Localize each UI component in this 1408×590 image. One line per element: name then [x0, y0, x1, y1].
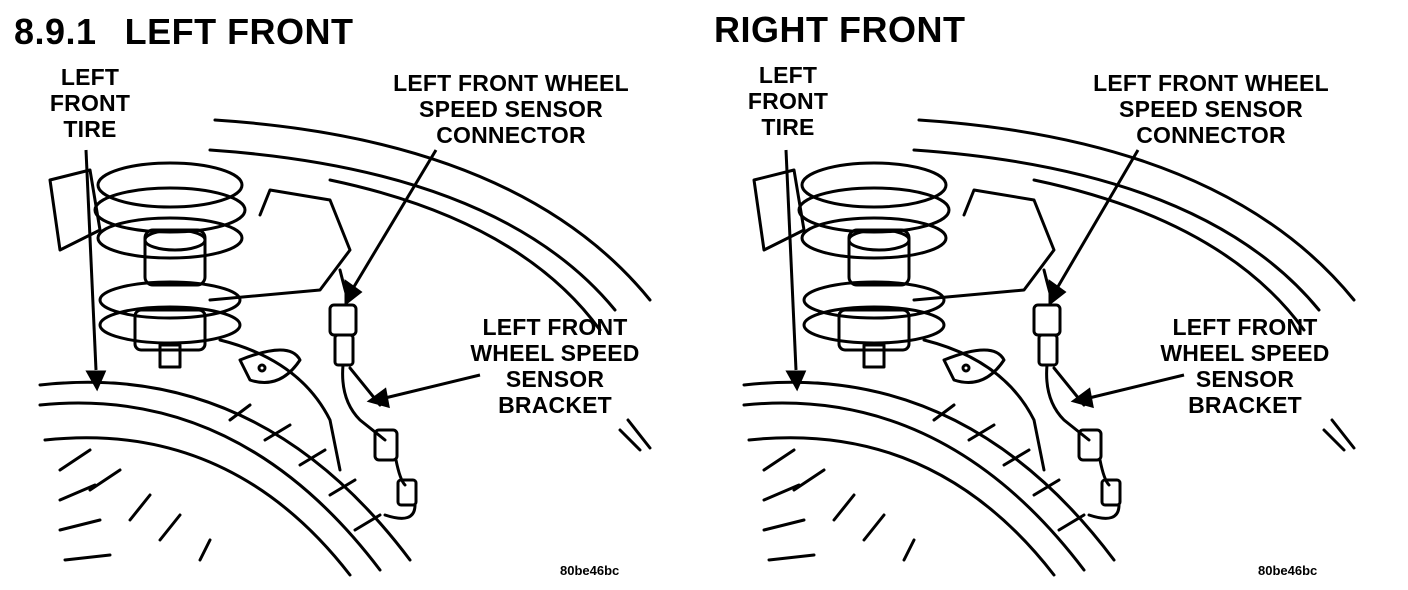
figure-code: 80be46bc: [1258, 563, 1318, 578]
bracket-label-line: SENSOR: [505, 366, 605, 392]
right-front-suspension-illustration: [742, 118, 1356, 577]
connector-label: LEFT FRONT WHEEL SPEED SENSOR CONNECTOR: [386, 70, 636, 148]
tire-label: LEFT FRONT TIRE: [44, 64, 136, 142]
tire-label-line: FRONT: [49, 90, 131, 116]
figure-code: 80be46bc: [560, 563, 620, 578]
connector-label-line: SPEED SENSOR: [419, 96, 603, 122]
tire-label: LEFT FRONT TIRE: [742, 62, 834, 140]
tire-label-line: TIRE: [63, 116, 117, 142]
section-heading: RIGHT FRONT: [714, 10, 965, 50]
bracket-label-line: LEFT FRONT: [482, 314, 628, 340]
bracket-label-line: SENSOR: [1195, 366, 1295, 392]
tire-label-line: LEFT: [758, 62, 818, 88]
connector-label-line: CONNECTOR: [1136, 122, 1286, 148]
panel-heading: LEFT FRONT: [124, 11, 354, 52]
connector-label: LEFT FRONT WHEEL SPEED SENSOR CONNECTOR: [1086, 70, 1336, 148]
connector-label-line: LEFT FRONT WHEEL: [1093, 70, 1329, 96]
section-heading: 8.9.1 LEFT FRONT: [14, 12, 354, 52]
bracket-label: LEFT FRONT WHEEL SPEED SENSOR BRACKET: [1160, 314, 1330, 418]
tire-label-line: TIRE: [761, 114, 815, 140]
section-number: 8.9.1: [14, 11, 97, 52]
left-front-suspension-illustration: [38, 118, 652, 577]
tire-label-line: LEFT: [60, 64, 120, 90]
connector-label-line: SPEED SENSOR: [1119, 96, 1303, 122]
bracket-label-line: BRACKET: [498, 392, 612, 418]
bracket-label-line: WHEEL SPEED: [470, 340, 640, 366]
panel-heading: RIGHT FRONT: [714, 9, 966, 50]
tire-label-line: FRONT: [747, 88, 829, 114]
bracket-label-line: BRACKET: [1188, 392, 1302, 418]
bracket-label: LEFT FRONT WHEEL SPEED SENSOR BRACKET: [470, 314, 640, 418]
bracket-label-line: WHEEL SPEED: [1160, 340, 1330, 366]
right-front-panel: RIGHT FRONT LEFT FRONT TIRE LEFT FRONT W…: [704, 0, 1408, 590]
connector-label-line: CONNECTOR: [436, 122, 586, 148]
bracket-label-line: LEFT FRONT: [1172, 314, 1318, 340]
connector-label-line: LEFT FRONT WHEEL: [393, 70, 629, 96]
